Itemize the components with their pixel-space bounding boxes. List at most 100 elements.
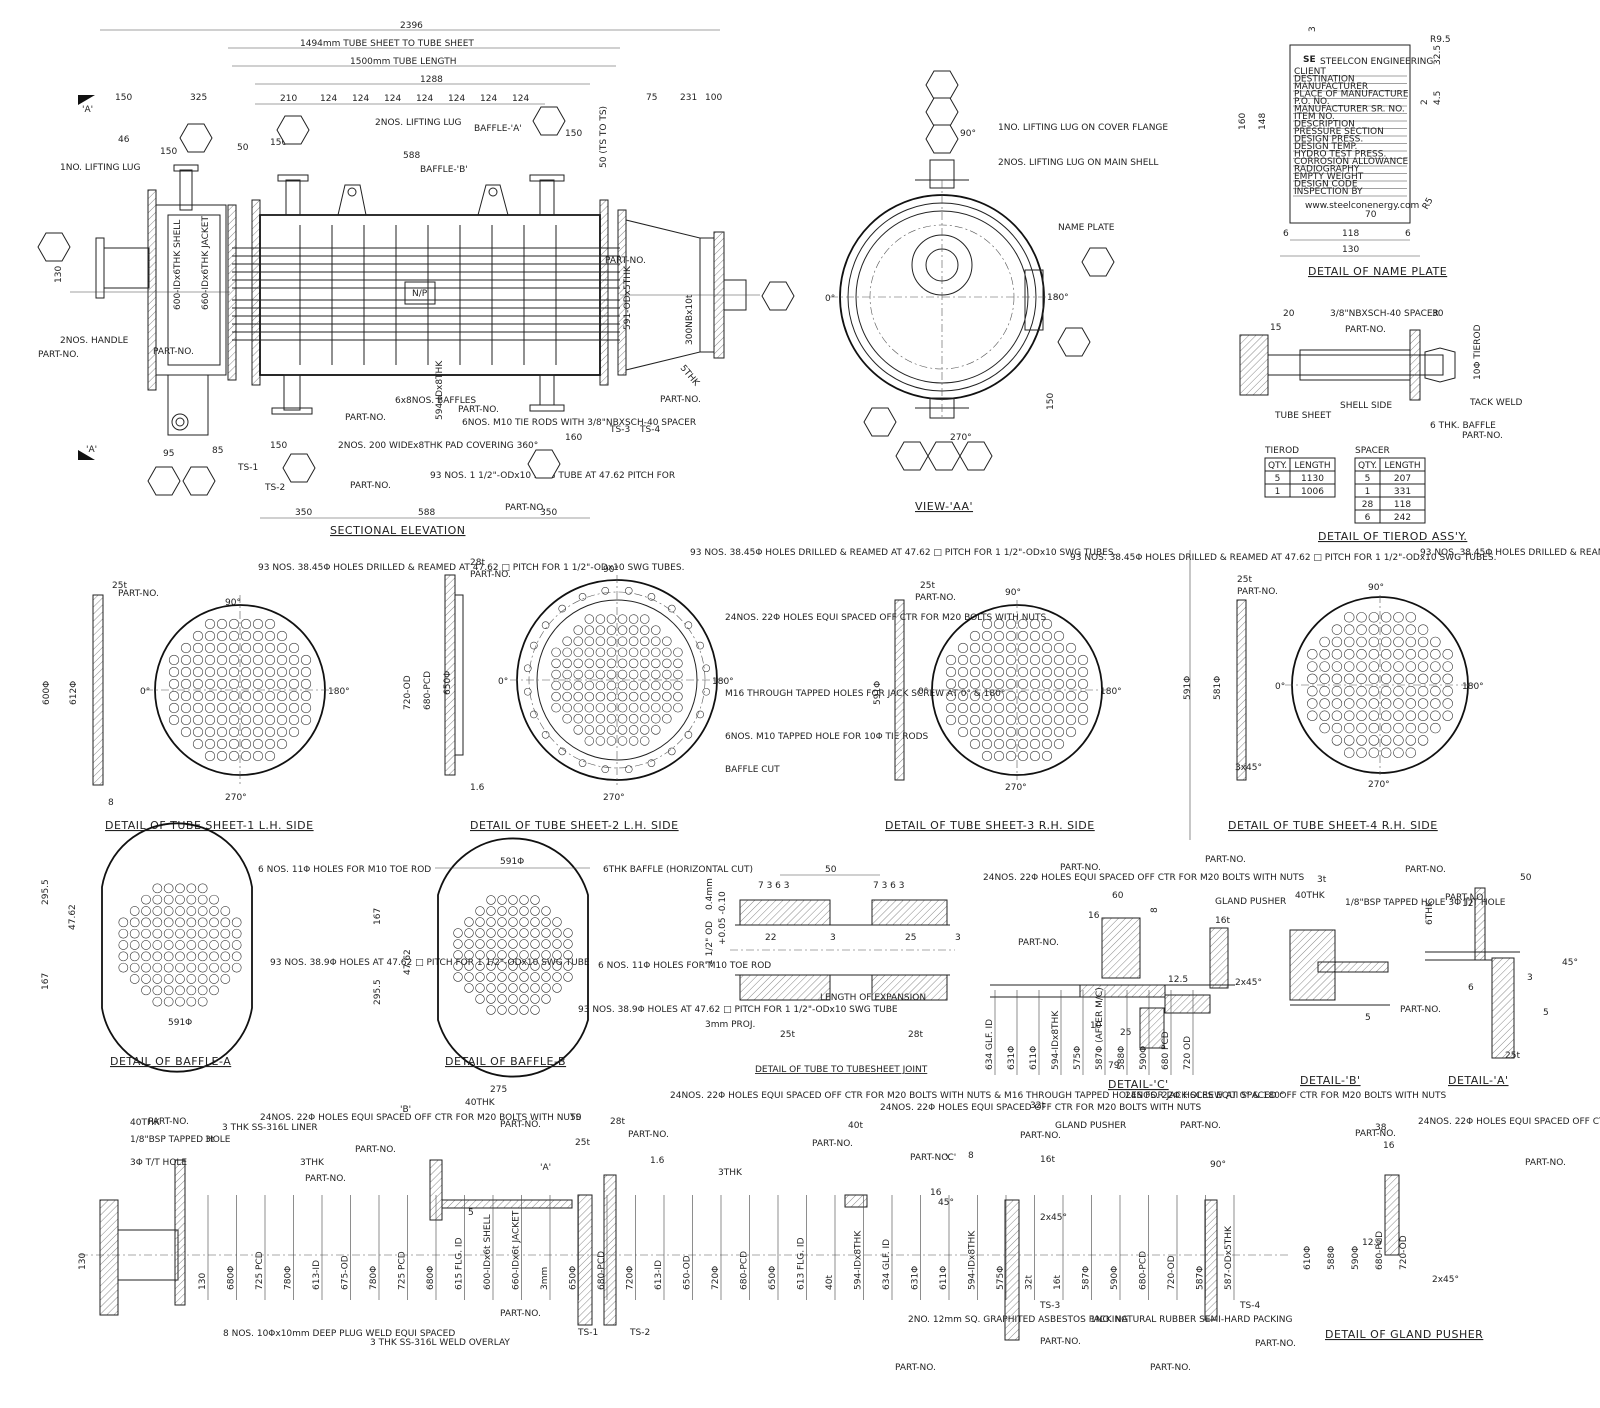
tube-hole	[129, 906, 140, 916]
tube-hole	[1041, 666, 1053, 678]
dim-text: 16t	[1053, 1275, 1063, 1290]
tube-hole	[163, 940, 174, 950]
tube-hole	[186, 974, 197, 984]
tube-hole	[276, 714, 288, 726]
tube-hole	[1344, 624, 1355, 635]
dim-text: 590Φ	[1110, 1266, 1120, 1290]
label-594: 594-IDx8THK	[435, 360, 445, 420]
tube-hole	[617, 647, 628, 658]
tube-hole	[969, 666, 981, 678]
tube-hole	[118, 951, 129, 962]
tube-hole	[1077, 714, 1089, 726]
label-ts4: TS-4	[639, 425, 660, 435]
dim-100: 100	[705, 93, 722, 103]
table-cell-text: 1006	[1301, 487, 1324, 497]
tube-hole	[197, 985, 208, 996]
tube-hole	[231, 917, 242, 928]
tube-hole	[192, 678, 204, 690]
tube-hole	[606, 736, 617, 746]
tube-hole	[186, 962, 197, 973]
tube-hole	[228, 654, 240, 666]
tube-hole	[163, 894, 174, 905]
tube-hole	[562, 702, 572, 713]
bs-ts2: TS-2	[629, 1328, 650, 1338]
np-row-label: DESIGN CODE	[1294, 180, 1358, 190]
tube-hole	[288, 654, 300, 666]
tube-hole	[175, 951, 185, 962]
table-cell-text: 1130	[1301, 474, 1324, 484]
part-no: PART-NO.	[1255, 1339, 1296, 1349]
tube-hole	[163, 883, 174, 894]
da-12: 12	[1462, 899, 1473, 909]
tube-hole	[1017, 738, 1029, 750]
tube-hole	[552, 928, 562, 938]
np-website: www.steelconenergy.com	[1305, 201, 1419, 211]
label-baffle-b: BAFFLE-'B'	[420, 165, 468, 175]
tube-hole	[216, 702, 228, 714]
tube-hole	[1017, 690, 1029, 702]
tube-hole	[957, 654, 969, 666]
tj-25: 25	[905, 933, 916, 943]
tube-hole	[573, 647, 583, 658]
bolt-hole	[541, 730, 550, 739]
tube-hole	[662, 636, 672, 646]
tube-hole	[209, 985, 219, 996]
tube-hole	[1368, 612, 1380, 623]
tube-hole	[651, 702, 661, 713]
tube-hole	[639, 647, 650, 658]
tube-hole	[957, 666, 969, 678]
tube-hole	[673, 669, 683, 680]
dim-588: 588	[403, 151, 420, 161]
dc-10: 10	[1090, 1021, 1102, 1031]
tube-hole	[204, 750, 216, 762]
label-5thk: 5THK	[678, 364, 702, 390]
np-row-label: RADIOGRAPHY	[1294, 165, 1360, 175]
tube-hole	[606, 614, 617, 624]
tube-hole	[1005, 690, 1017, 702]
part-no: PART-NO.	[1040, 1337, 1081, 1347]
tube-hole	[562, 647, 572, 658]
tube-hole	[519, 906, 529, 916]
tube-hole	[573, 625, 583, 635]
tube-hole	[118, 928, 129, 939]
tierod-detail: 20 15 30 3/8"NBXSCH-40 SPACER 10Φ TIEROD…	[1239, 309, 1522, 543]
table-cell-text: 1	[1275, 487, 1281, 497]
tube-hole	[129, 974, 140, 984]
tube-hole	[288, 726, 300, 738]
tube-hole	[264, 690, 276, 702]
bs-part-no: PART-NO. PART-NO. PART-NO. PART-NO. PART…	[148, 325, 1566, 1373]
tube-hole	[497, 895, 507, 905]
tube-hole	[276, 738, 288, 750]
bottom-section: 24NOS. 22Φ HOLES EQUI SPACED OFF CTR FOR…	[78, 325, 1600, 1373]
tube-hole	[1368, 685, 1380, 697]
view-a-top: 'A'	[82, 105, 93, 115]
tube-hole	[662, 658, 672, 669]
tube-hole	[464, 972, 474, 982]
tube-hole	[197, 974, 208, 984]
tube-hole	[300, 654, 312, 666]
tube-hole	[1442, 685, 1453, 697]
tube-hole	[1368, 624, 1380, 635]
tube-hole	[639, 680, 650, 691]
tube-hole	[475, 917, 485, 927]
dim-text: 38	[1375, 1123, 1387, 1133]
table-cell-text: 28	[1362, 500, 1374, 510]
tube-hole	[1380, 624, 1392, 635]
bolt-hole	[558, 747, 567, 756]
tube-hole	[1344, 649, 1355, 660]
tube-hole	[981, 702, 993, 714]
da-45: 45°	[1562, 958, 1578, 968]
tube-hole	[1393, 747, 1404, 758]
part-no: PART-NO.	[118, 589, 159, 599]
tube-hole	[204, 618, 216, 630]
tube-hole	[216, 678, 228, 690]
ts3-90: 90°	[1005, 588, 1021, 598]
bs-rubber: 1NO. NATURAL RUBBER SEMI-HARD PACKING	[1090, 1315, 1293, 1325]
spacer-table-title: SPACER	[1355, 446, 1390, 456]
dim-text: 588Φ	[1327, 1246, 1337, 1270]
bolt-hole	[601, 765, 610, 774]
tube-hole	[508, 994, 518, 1004]
dim-text: 610Φ	[1303, 1246, 1313, 1270]
tube-hole	[617, 625, 628, 635]
dim-text: 634 GLF. ID	[985, 1019, 995, 1070]
